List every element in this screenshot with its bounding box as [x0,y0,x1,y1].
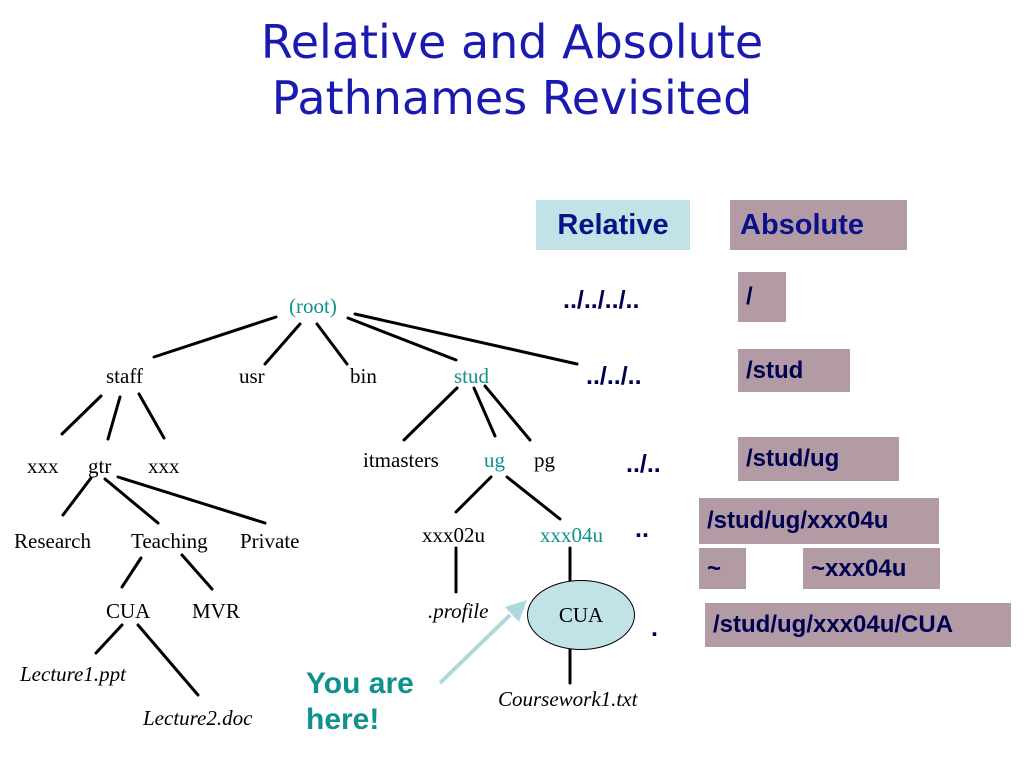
edge-root-bin [315,322,349,366]
node-ug: ug [484,448,505,472]
edge-teaching-cua [120,556,143,589]
edge-cua-lecture2 [136,623,200,697]
node-xxx02u: xxx02u [422,523,485,547]
title-line-2: Pathnames Revisited [271,71,753,125]
edge-stud-ug [472,386,497,438]
absolute-path-3-label: /stud/ug [746,445,840,472]
node-itmasters: itmasters [363,448,439,472]
node-lecture2: Lecture2.doc [143,706,253,730]
absolute-path-1-label: / [746,283,753,310]
edge-staff-xxx1 [60,394,103,436]
node-xxx04u: xxx04u [540,523,603,547]
node-lecture1: Lecture1.ppt [20,662,126,686]
absolute-path-tilde: ~ [699,548,746,589]
node-xxx-1: xxx [27,454,59,478]
edge-teaching-mvr [180,553,214,591]
absolute-path-1: / [738,272,786,322]
absolute-path-tilde-user-label: ~xxx04u [811,554,907,582]
edge-gtr-teaching [103,477,160,525]
node-cua-current: CUA [527,580,635,650]
absolute-path-4: /stud/ug/xxx04u [699,498,939,544]
absolute-path-5: /stud/ug/xxx04u/CUA [705,603,1011,647]
node-mvr: MVR [192,599,240,623]
here-line-1: You are [306,667,414,700]
node-staff: staff [106,364,143,388]
edge-stud-itmasters [402,386,459,442]
relative-path-5: . [651,614,658,642]
absolute-header-label: Absolute [740,208,865,241]
node-profile: .profile [428,599,489,623]
here-line-2: here! [306,703,380,736]
page-title: Relative and Absolute Pathnames Revisite… [0,14,1024,126]
node-cua-current-label: CUA [558,602,604,627]
absolute-path-tilde-label: ~ [707,554,722,582]
relative-header: Relative [536,200,690,250]
node-bin: bin [350,364,377,388]
edge-ug-xxx02u [454,475,493,514]
edge-root-stud [346,316,458,362]
edge-root-usr [263,322,302,366]
edge-staff-gtr [106,395,122,441]
edge-staff-xxx2 [137,392,166,440]
relative-path-4: .. [635,515,649,543]
node-gtr: gtr [88,454,112,478]
here-arrow-head [505,600,527,622]
relative-header-label: Relative [557,208,669,241]
edge-gtr-private [116,475,267,525]
node-research: Research [14,529,91,553]
node-xxx-2: xxx [148,454,180,478]
edge-root-staff [152,315,278,359]
absolute-path-2-label: /stud [746,356,804,384]
node-pg: pg [534,448,555,472]
absolute-path-4-label: /stud/ug/xxx04u [707,507,889,534]
absolute-path-3: /stud/ug [738,437,899,481]
relative-path-3: ../.. [626,450,661,478]
edge-stud-pg [483,384,532,442]
absolute-path-tilde-user: ~xxx04u [803,548,940,589]
node-root: (root) [289,294,337,318]
edge-cua-lecture1 [94,623,124,655]
title-line-1: Relative and Absolute [260,15,764,69]
edge-gtr-research [61,476,93,517]
node-usr: usr [239,364,265,388]
absolute-path-5-label: /stud/ug/xxx04u/CUA [713,611,954,638]
node-teaching: Teaching [131,529,208,553]
absolute-header: Absolute [730,200,907,250]
edge-root-outer [353,312,579,366]
here-arrow-shaft [438,613,512,685]
node-private: Private [240,529,300,553]
edge-ug-xxx04u [505,475,562,521]
absolute-path-2: /stud [738,349,850,392]
you-are-here-label: You are here! [306,666,414,738]
relative-path-1: ../../../.. [563,286,640,314]
relative-path-2: ../../.. [586,362,642,390]
node-stud: stud [454,364,490,388]
node-cua-left: CUA [106,599,151,623]
node-coursework1: Coursework1.txt [498,687,638,711]
